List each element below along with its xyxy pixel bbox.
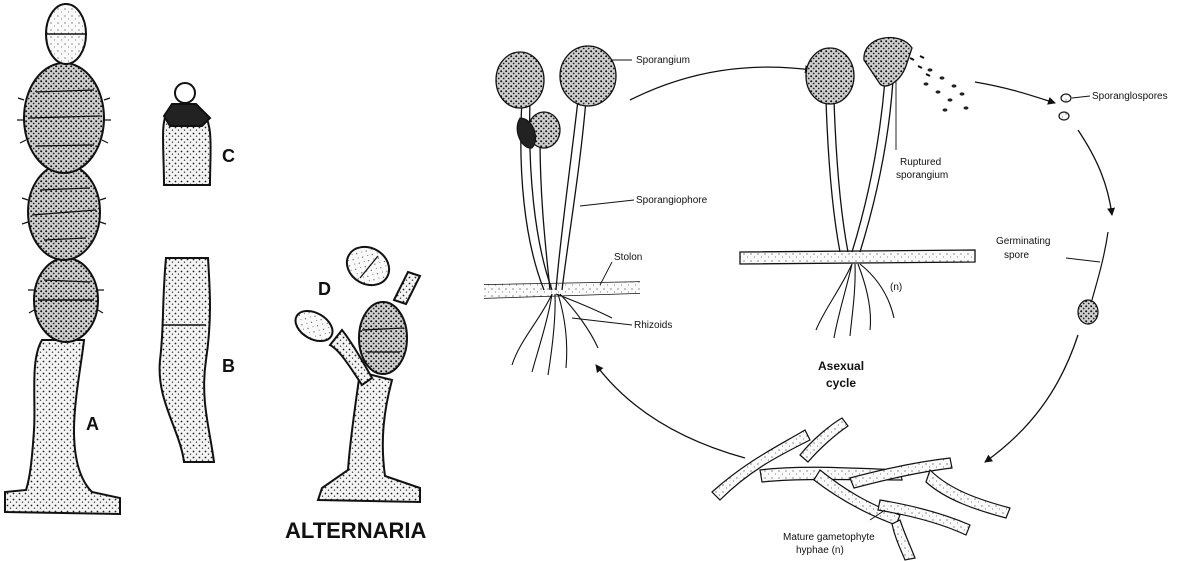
label-germinating-2: spore [1004, 250, 1029, 261]
label-a: A [86, 414, 99, 434]
label-haploid: (n) [890, 282, 902, 293]
label-stolon: Stolon [614, 252, 642, 263]
sporangiospores-icon [1059, 94, 1071, 120]
conidium-d1 [359, 302, 407, 374]
label-mature-1: Mature gametophyte [783, 532, 875, 543]
label-asexual-1: Asexual [818, 359, 864, 373]
stolon-mid [740, 250, 975, 264]
label-sporangiophore: Sporangiophore [636, 195, 708, 206]
neck-d [394, 272, 420, 304]
conidium-d3 [290, 305, 338, 348]
conidiophore-c-cap [164, 104, 210, 126]
arrow-top-left [630, 67, 812, 100]
conidiophore-a [5, 340, 120, 514]
sporangiophore-5 [852, 80, 893, 252]
sporangium-2 [560, 46, 616, 106]
conidiophore-d [318, 372, 420, 502]
sporangium-4 [806, 48, 854, 104]
ruptured-sporangium-shape [864, 38, 912, 86]
pore-c [175, 83, 195, 103]
rhizoids-mid [816, 264, 894, 338]
organism-asexual [740, 38, 975, 338]
label-ruptured-2: sporangium [896, 170, 948, 181]
arrow-right-down [1078, 130, 1112, 215]
specimen-a [5, 4, 120, 514]
label-rhizoids: Rhizoids [634, 320, 672, 331]
spores-burst [910, 56, 930, 76]
arrow-bottom-right [985, 335, 1078, 462]
label-sporangium: Sporangium [636, 55, 690, 66]
label-mature-2: hyphae (n) [796, 545, 844, 556]
leader-lines [572, 60, 1100, 520]
rhizopus-cycle: Sporangium Sporangiophore Stolon Rhizoid… [484, 38, 1168, 560]
label-ruptured-1: Ruptured [900, 157, 941, 168]
sporangiophore-4 [826, 100, 848, 252]
specimen-d [290, 239, 420, 502]
conidiophore-b [160, 258, 214, 462]
organism-mature [484, 46, 640, 375]
conidium-d2 [340, 239, 396, 292]
label-sporangiospores: Sporanglospores [1092, 91, 1168, 102]
sporangium-1 [496, 52, 544, 108]
label-b: B [222, 356, 235, 376]
arrow-bottom-left [596, 365, 745, 458]
figure-title: ALTERNARIA [285, 518, 426, 543]
label-asexual-2: cycle [826, 376, 856, 390]
dispersed-spores [924, 68, 969, 111]
label-germinating-1: Germinating [996, 236, 1050, 247]
label-d: D [318, 279, 331, 299]
alternaria-figure: A C B D ALTERNARIA [5, 4, 426, 543]
rhizoids-left [512, 294, 612, 375]
specimen-c [163, 83, 211, 185]
arrow-top-right [975, 82, 1055, 103]
germinating-spore-icon [1078, 232, 1108, 324]
specimen-b [160, 258, 214, 462]
label-c: C [222, 146, 235, 166]
